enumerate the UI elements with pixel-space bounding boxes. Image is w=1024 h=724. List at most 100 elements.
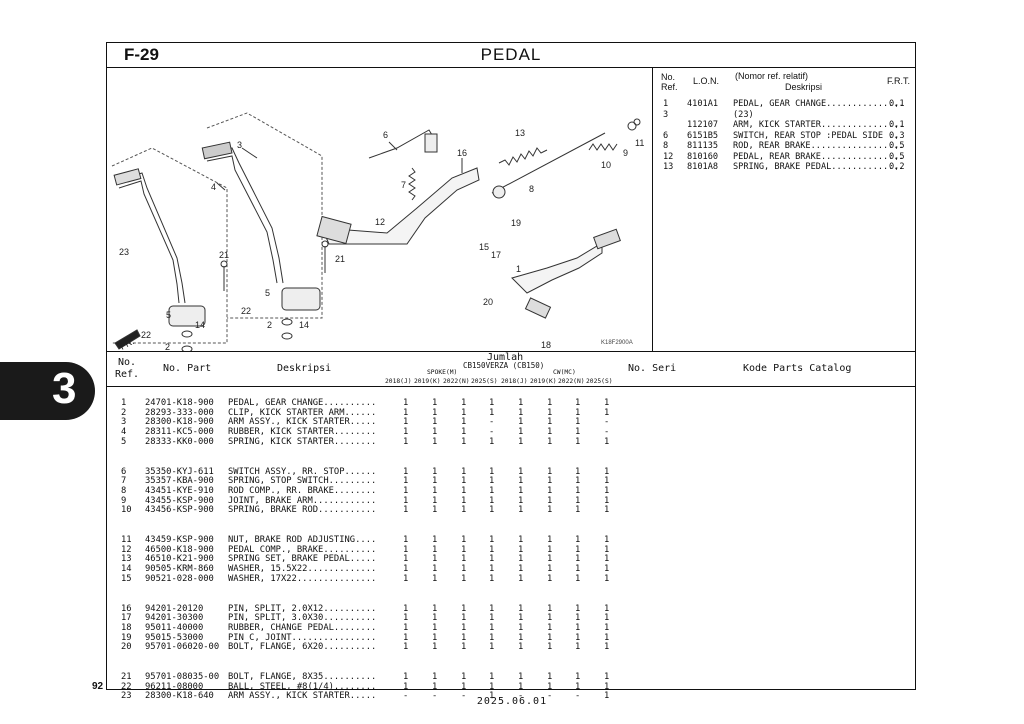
col-seri: No. Seri — [628, 363, 677, 374]
row-description: PEDAL, GEAR CHANGE.......... — [228, 398, 377, 408]
row-ref: 12 — [121, 544, 132, 555]
row-quantity: 1 — [575, 672, 581, 682]
row-description: ARM ASSY., KICK STARTER..... — [228, 691, 377, 702]
row-quantity: 1 — [432, 476, 438, 487]
row-description: CLIP, KICK STARTER ARM...... — [228, 407, 377, 418]
row-description: BOLT, FLANGE, 6X20.......... — [228, 642, 377, 653]
row-quantity: 1 — [518, 554, 524, 565]
row-ref: 9 — [121, 495, 127, 506]
section-tab: 3 — [0, 362, 95, 420]
row-quantity: 1 — [604, 681, 610, 692]
row-quantity: 1 — [403, 642, 409, 653]
row-quantity: 1 — [604, 632, 610, 643]
callout-label: 22 — [241, 306, 251, 316]
row-quantity: 1 — [518, 603, 524, 614]
row-part-number: 24701-K18-900 — [145, 398, 214, 408]
callout-label: 2 — [165, 342, 170, 351]
callout-label: 13 — [515, 128, 525, 138]
row-quantity: 1 — [461, 681, 467, 692]
callout-label: 16 — [457, 148, 467, 158]
row-quantity: 1 — [604, 691, 610, 702]
row-quantity: 1 — [432, 613, 438, 624]
row-quantity: 1 — [547, 427, 553, 438]
row-quantity: 1 — [518, 564, 524, 575]
ref-no: 6 — [663, 130, 669, 141]
figure-id: K18F2900A — [601, 340, 633, 346]
row-description: BOLT, FLANGE, 8X35.......... — [228, 672, 377, 682]
row-part-number: 35357-KBA-900 — [145, 476, 214, 487]
row-quantity: 1 — [575, 573, 581, 584]
col-spoke: SPOKE(M) — [427, 369, 458, 376]
row-quantity: 1 — [461, 427, 467, 438]
row-quantity: 1 — [575, 642, 581, 653]
ref-lon: 6151B5 — [687, 130, 719, 141]
row-ref: 14 — [121, 564, 132, 575]
row-quantity: 1 — [461, 642, 467, 653]
row-quantity: 1 — [489, 681, 495, 692]
row-quantity: 1 — [432, 485, 438, 496]
row-quantity: 1 — [518, 427, 524, 438]
row-quantity: 1 — [489, 398, 495, 408]
ref-lon: 810160 — [687, 151, 719, 162]
front-marker: FR. — [118, 336, 135, 351]
row-quantity: 1 — [604, 613, 610, 624]
row-ref: 17 — [121, 613, 132, 624]
row-quantity: 1 — [489, 544, 495, 555]
row-quantity: 1 — [403, 672, 409, 682]
row-description: SPRING, KICK STARTER........ — [228, 436, 377, 447]
row-quantity: 1 — [547, 681, 553, 692]
row-quantity: 1 — [461, 613, 467, 624]
row-quantity: 1 — [461, 544, 467, 555]
row-quantity: 1 — [432, 495, 438, 506]
ref-frt: 0,2 — [889, 162, 905, 172]
row-quantity: 1 — [518, 417, 524, 428]
row-description: BALL, STEEL, #8(1/4)........ — [228, 681, 377, 692]
ref-no: 13 — [663, 162, 674, 172]
row-quantity: 1 — [432, 417, 438, 428]
row-quantity: 1 — [518, 476, 524, 487]
row-ref: 11 — [121, 535, 132, 545]
row-quantity: 1 — [432, 632, 438, 643]
ref-lon: 112107 — [687, 120, 719, 130]
row-description: SPRING SET, BRAKE PEDAL..... — [228, 554, 377, 565]
row-quantity: 1 — [432, 681, 438, 692]
row-quantity: 1 — [604, 603, 610, 614]
row-description: PIN C, JOINT................ — [228, 632, 377, 643]
row-quantity: 1 — [604, 505, 610, 516]
row-quantity: 1 — [489, 573, 495, 584]
row-quantity: 1 — [432, 672, 438, 682]
row-ref: 2 — [121, 407, 127, 418]
callout-label: 10 — [601, 160, 611, 170]
row-quantity: 1 — [403, 436, 409, 447]
reference-panel: No. Ref. L.O.N. (Nomor ref. relatif) Des… — [653, 68, 915, 351]
row-part-number: 94201-20120 — [145, 603, 204, 614]
row-quantity: 1 — [432, 544, 438, 555]
callout-label: 8 — [529, 184, 534, 194]
row-quantity: 1 — [575, 681, 581, 692]
row-quantity: 1 — [403, 495, 409, 506]
ref-frt: 0,5 — [889, 151, 905, 162]
row-ref: 8 — [121, 485, 127, 496]
row-quantity: 1 — [547, 544, 553, 555]
row-quantity: 1 — [604, 436, 610, 447]
row-quantity: 1 — [575, 417, 581, 428]
row-quantity: 1 — [547, 505, 553, 516]
page-number: 92 — [92, 681, 104, 692]
row-quantity: 1 — [518, 485, 524, 496]
row-ref: 20 — [121, 642, 132, 653]
row-quantity: 1 — [461, 436, 467, 447]
row-quantity: 1 — [432, 642, 438, 653]
ref-frt: 0,3 — [889, 130, 905, 141]
row-ref: 21 — [121, 672, 132, 682]
row-quantity: 1 — [403, 681, 409, 692]
row-quantity: 1 — [604, 622, 610, 633]
row-part-number: 90505-KRM-860 — [145, 564, 214, 575]
row-quantity: 1 — [575, 613, 581, 624]
row-quantity: 1 — [575, 622, 581, 633]
row-quantity: 1 — [461, 603, 467, 614]
row-quantity: 1 — [547, 485, 553, 496]
